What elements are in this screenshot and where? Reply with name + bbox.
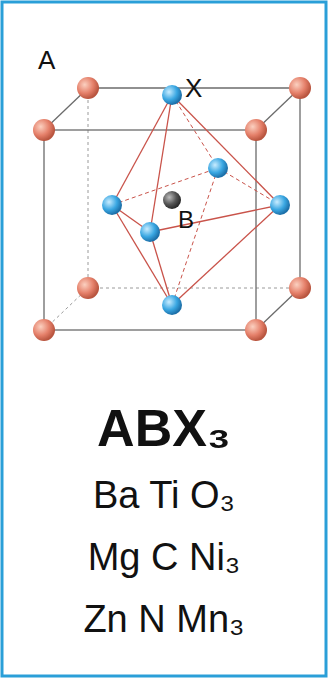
- atom-label: B: [178, 208, 194, 232]
- formula-example: Mg C Ni₃: [88, 538, 241, 576]
- x-site-atoms: [102, 85, 290, 315]
- a-site-atoms: [33, 77, 311, 341]
- atom-label: A: [38, 47, 55, 73]
- atom-label: X: [185, 75, 202, 101]
- octahedron-hidden-edges: [112, 95, 280, 305]
- cube-edges: [44, 88, 300, 330]
- formula-example: Zn N Mn₃: [83, 600, 244, 638]
- formula-example: Ba Ti O₃: [93, 476, 235, 514]
- formula-heading: ABX₃: [97, 402, 231, 454]
- b-site-atom: [163, 191, 181, 209]
- cube-hidden-edges: [44, 88, 300, 330]
- octahedron-edges: [112, 95, 280, 305]
